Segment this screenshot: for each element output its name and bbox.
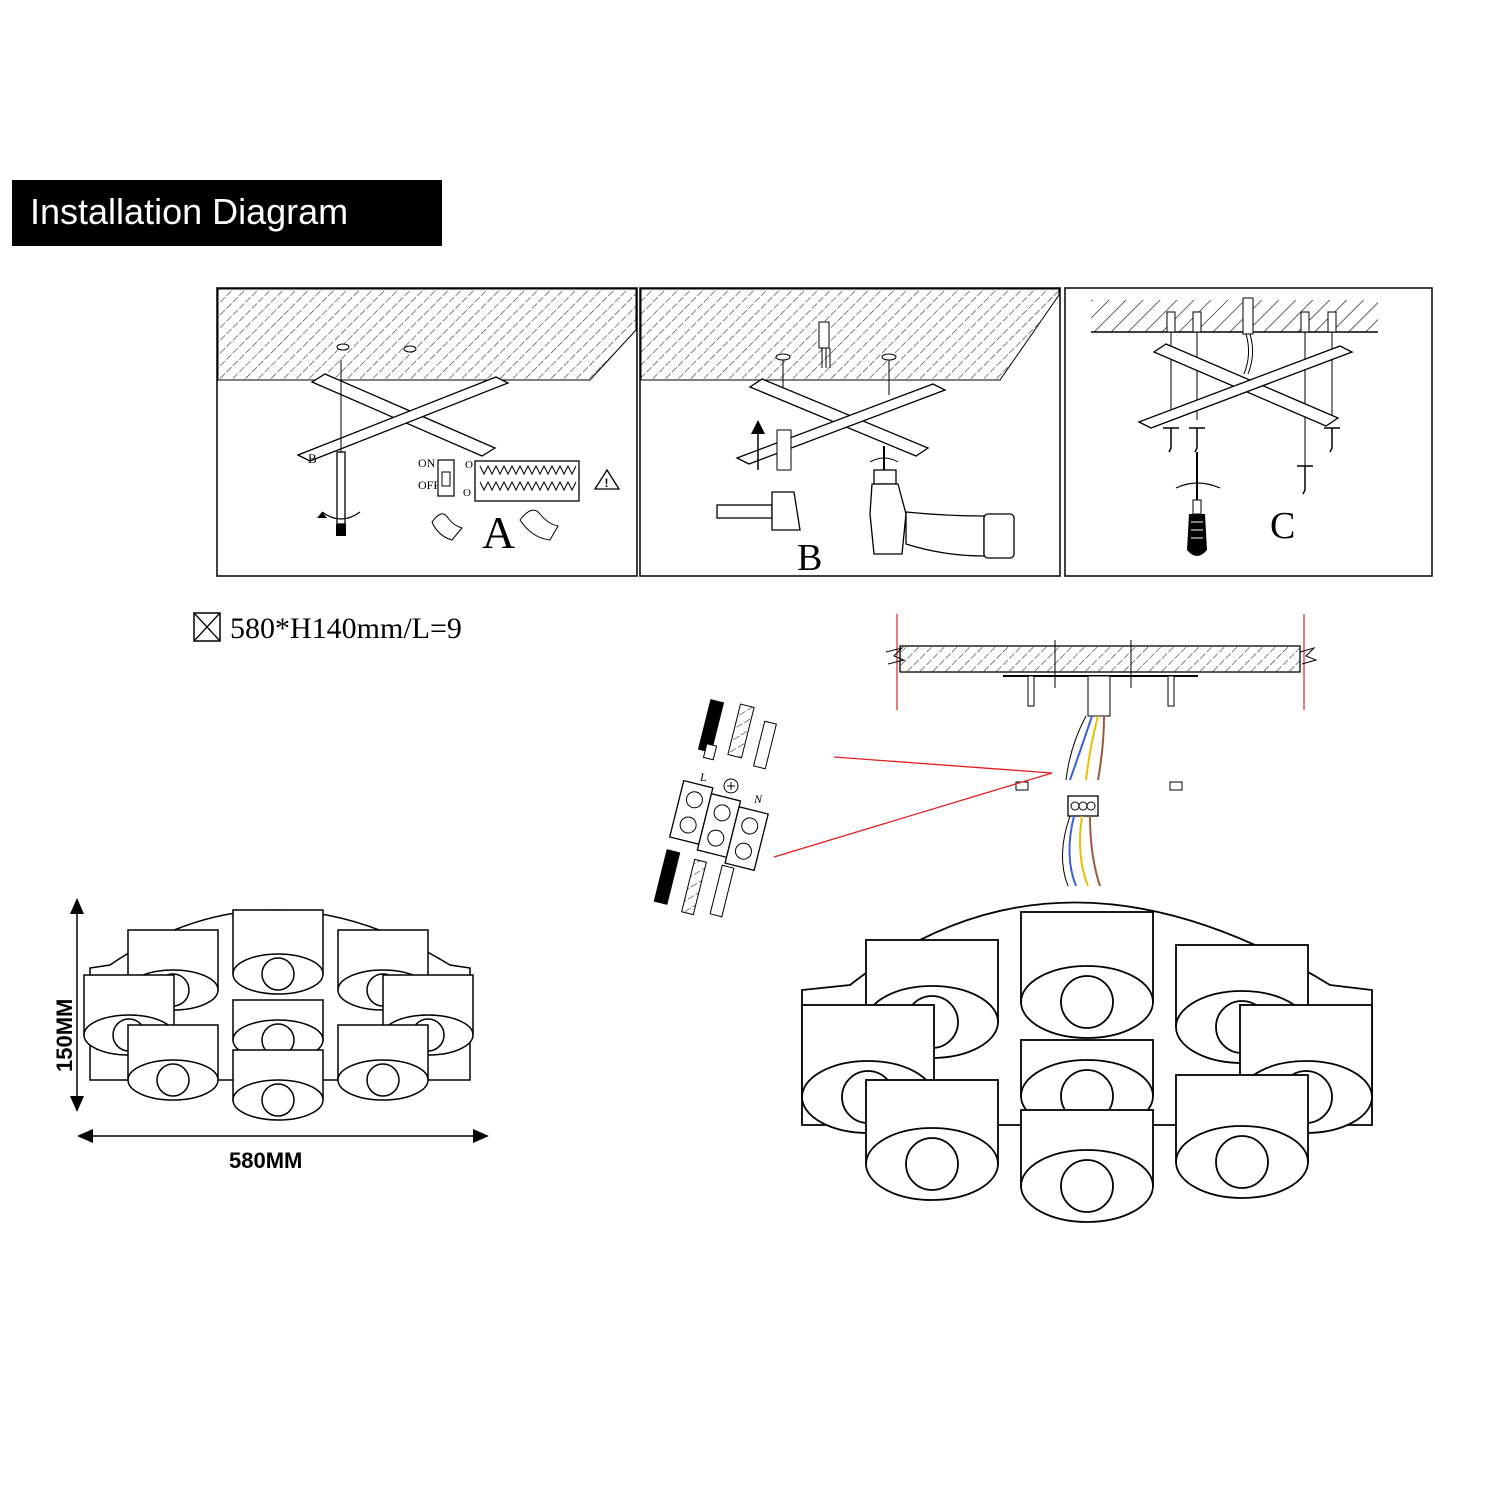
wiring-detail: L N	[653, 699, 777, 918]
shade	[127, 1024, 219, 1101]
breaker-switch-icon: ON OFF	[418, 456, 463, 541]
connector-clip	[1169, 781, 1183, 791]
cross-bracket	[1137, 343, 1354, 429]
step-c-panel: C	[1064, 287, 1433, 577]
screws	[1163, 420, 1340, 495]
svg-text:!: !	[605, 476, 609, 490]
switch-on-label: ON	[418, 456, 436, 470]
height-dimension: 150MM	[52, 898, 84, 1112]
svg-text:O: O	[463, 487, 471, 499]
diagram-title: Installation Diagram	[30, 191, 349, 232]
step-a-letter: A	[482, 507, 515, 558]
shade	[337, 1024, 429, 1101]
power-drill-icon	[869, 446, 1015, 559]
shade	[1020, 1109, 1154, 1223]
cross-bracket	[296, 373, 510, 462]
warning-icon: !	[593, 468, 621, 490]
switch-off-label: OFF	[418, 478, 440, 492]
shade	[1020, 911, 1154, 1039]
neutral-label: N	[753, 792, 763, 806]
ceiling-section	[885, 614, 1318, 717]
fixture-wires	[1061, 815, 1101, 887]
step-a-panel: B ON OFF O O ! A	[216, 287, 638, 577]
screwdriver-icon	[1175, 452, 1221, 556]
svg-text:B: B	[308, 451, 317, 466]
shade	[232, 1049, 324, 1121]
width-dimension: 580MM	[77, 1129, 489, 1173]
spec-text: 580*H140mm/L=9	[230, 612, 462, 645]
step-b-letter: B	[797, 537, 822, 579]
live-label: L	[699, 770, 707, 784]
step-b-panel: B	[639, 287, 1061, 579]
height-label: 150MM	[52, 999, 77, 1072]
fixture-main-view	[801, 901, 1373, 1223]
leader-lines	[773, 756, 1053, 858]
hammer-icon	[716, 491, 801, 531]
shade	[865, 1079, 999, 1201]
fixture-side-view	[83, 909, 474, 1121]
shade	[1175, 1074, 1309, 1199]
shade	[232, 909, 324, 995]
hand-drill-icon	[317, 360, 361, 536]
spec-label: 580*H140mm/L=9	[193, 612, 462, 645]
breaker-panel-icon: O O	[463, 459, 580, 541]
terminal-block-icon	[1067, 795, 1099, 817]
step-c-letter: C	[1270, 505, 1295, 547]
title-banner: Installation Diagram	[12, 180, 442, 246]
ceiling-wires	[1065, 715, 1105, 781]
svg-text:O: O	[465, 459, 473, 471]
earth-symbol-icon	[723, 778, 739, 794]
width-label: 580MM	[229, 1148, 302, 1173]
